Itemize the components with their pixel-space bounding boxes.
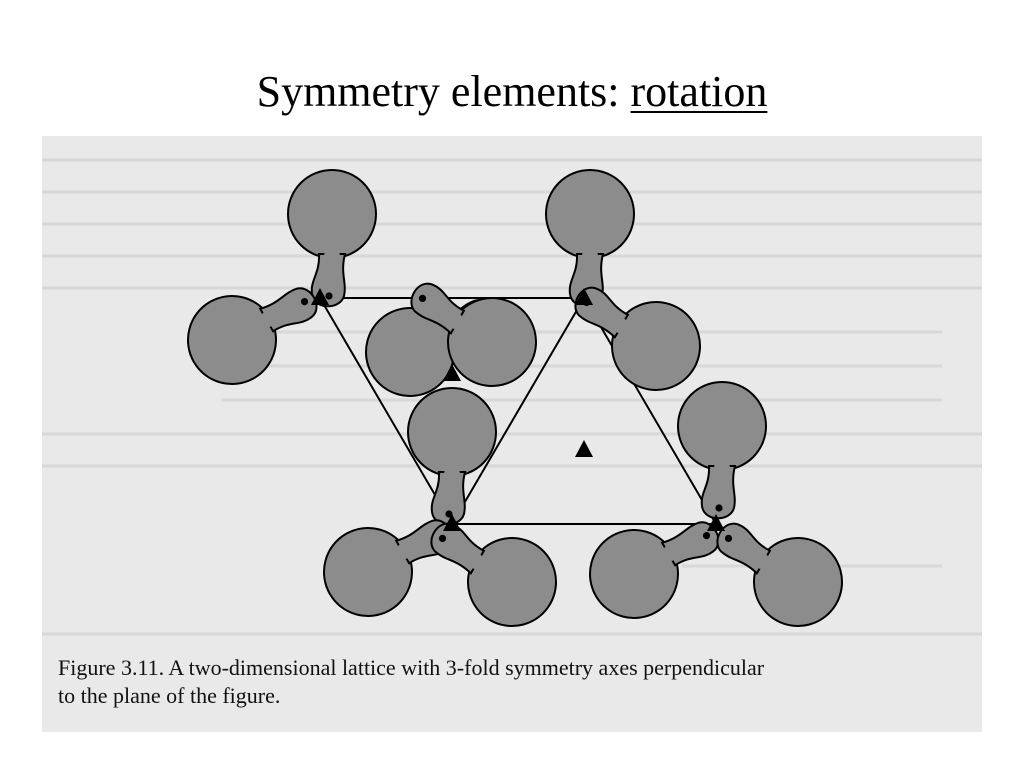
caption-line-1: Figure 3.11. A two-dimensional lattice w… — [58, 655, 765, 680]
threefold-axis-marker — [311, 288, 329, 305]
title-term: rotation — [630, 67, 768, 116]
threefold-axis-markers — [311, 288, 725, 531]
molecule — [407, 387, 497, 526]
title-prefix: Symmetry elements: — [256, 67, 631, 116]
molecule — [170, 254, 335, 402]
figure-scan: Figure 3.11. A two-dimensional lattice w… — [42, 136, 982, 732]
molecule — [695, 496, 860, 644]
slide-title: Symmetry elements: rotation — [0, 64, 1024, 120]
bleed-through-texture — [42, 158, 982, 636]
molecule — [677, 381, 767, 520]
figure-caption: Figure 3.11. A two-dimensional lattice w… — [58, 654, 974, 710]
lattice-diagram — [42, 158, 982, 644]
caption-line-2: to the plane of the figure. — [58, 683, 281, 708]
threefold-axis-marker — [443, 514, 461, 531]
molecule — [545, 169, 635, 308]
threefold-axis-marker — [575, 288, 593, 305]
threefold-axis-marker — [443, 364, 461, 381]
molecule — [287, 169, 377, 308]
unit-cell-diagonal — [451, 297, 585, 525]
threefold-axis-marker — [575, 440, 593, 457]
threefold-axis-marker — [707, 514, 725, 531]
